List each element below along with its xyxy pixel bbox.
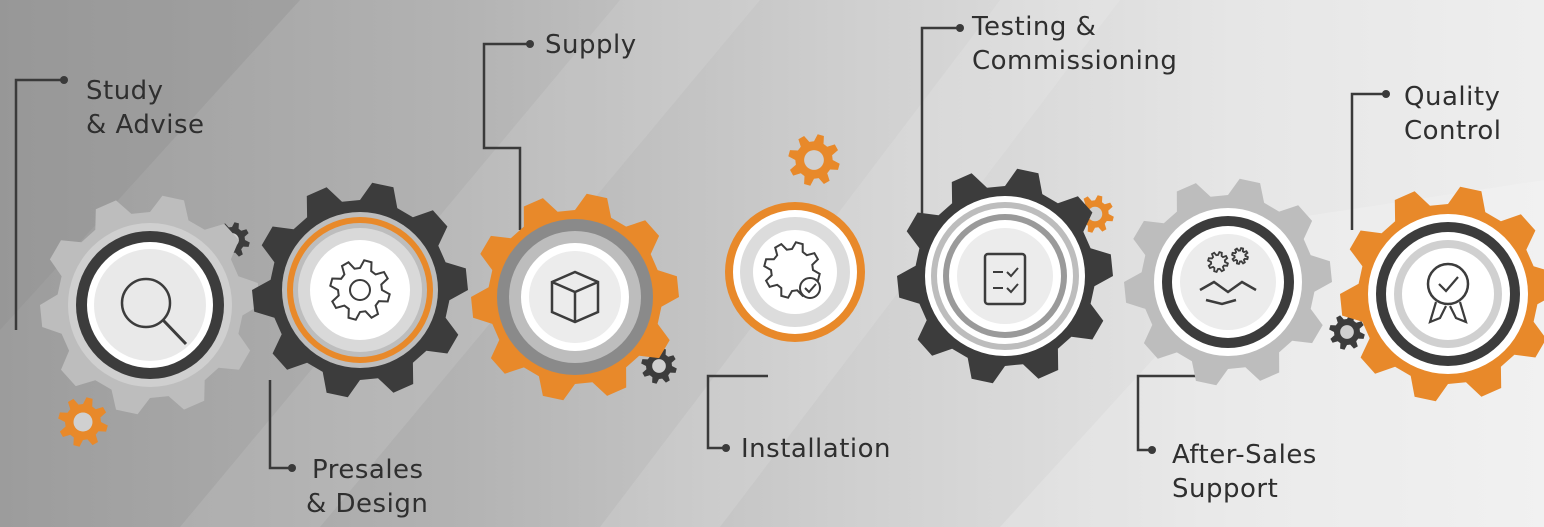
connector-quality <box>1350 92 1386 230</box>
gear-study <box>40 195 260 415</box>
label-line: Supply <box>545 30 637 60</box>
label-installation: Installation <box>741 432 891 466</box>
connector-testing-dot <box>956 24 964 32</box>
label-after-sales-support: After-Sales Support <box>1172 438 1317 506</box>
label-presales-design: Presales & Design <box>306 453 428 521</box>
gear-quality <box>1340 186 1544 402</box>
gear-installation <box>725 202 865 342</box>
gear-supply <box>471 193 679 401</box>
connector-supply <box>482 42 530 230</box>
handshake-gears-icon <box>1199 280 1257 306</box>
label-line: Presales <box>312 455 424 485</box>
connector-presales <box>268 380 292 470</box>
label-study-advise: Study & Advise <box>86 74 205 142</box>
connector-testing <box>920 26 960 218</box>
label-line: Testing & <box>972 12 1097 42</box>
small-gear-icon <box>641 348 677 384</box>
clipboard-check-icon <box>983 252 1027 306</box>
connector-presales-dot <box>288 464 296 472</box>
small-gear-icon <box>58 397 108 447</box>
connector-installation <box>706 374 768 450</box>
gear-presales <box>252 182 468 398</box>
label-quality-control: Quality Control <box>1404 80 1501 148</box>
connector-supply-dot <box>526 40 534 48</box>
box-icon <box>550 270 600 324</box>
label-line: Study <box>86 76 164 106</box>
label-line: After-Sales <box>1172 440 1317 470</box>
label-supply: Supply <box>545 28 637 62</box>
connector-installation-dot <box>722 444 730 452</box>
label-line: & Design <box>306 489 429 519</box>
label-line: Commissioning <box>972 46 1178 76</box>
label-line: Control <box>1404 116 1502 146</box>
connector-study-dot <box>60 76 68 84</box>
connector-quality-dot <box>1382 90 1390 98</box>
label-line: Support <box>1172 474 1279 504</box>
gear-cycle-icon <box>329 259 391 321</box>
small-gear-icon <box>1329 314 1365 350</box>
label-line: Quality <box>1404 82 1501 112</box>
connector-aftersales <box>1136 374 1200 452</box>
magnifier-icon <box>120 277 172 329</box>
label-line: Installation <box>741 434 892 464</box>
award-badge-icon <box>1426 262 1470 306</box>
wrench-gear-check-icon <box>763 241 821 299</box>
connector-study <box>14 78 64 330</box>
small-gear-icon <box>788 134 840 186</box>
label-line: & Advise <box>86 110 205 140</box>
gear-testing <box>897 168 1113 384</box>
label-testing-commissioning: Testing & Commissioning <box>972 10 1177 78</box>
gear-aftersales <box>1124 178 1332 386</box>
connector-aftersales-dot <box>1148 446 1156 454</box>
